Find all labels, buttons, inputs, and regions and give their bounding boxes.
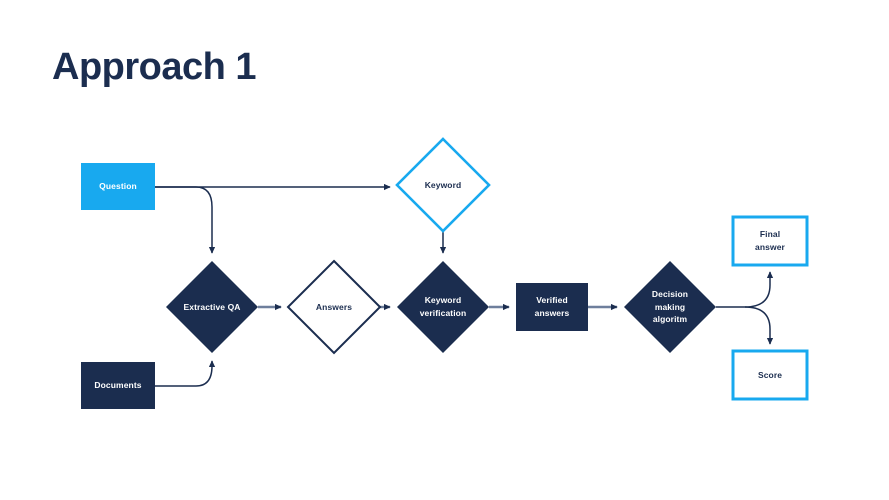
node-shape-verified-answers[interactable] — [516, 283, 588, 331]
page-title: Approach 1 — [52, 46, 257, 88]
edge-decision-to-score — [744, 306, 774, 345]
edge-decision-to-final-answer — [716, 271, 774, 308]
node-shape-question[interactable] — [81, 163, 155, 210]
node-shape-keyword[interactable] — [395, 137, 491, 233]
node-shape-final-answer[interactable] — [731, 215, 809, 267]
node-shape-documents[interactable] — [81, 362, 155, 409]
edge-question-to-extractive-qa — [155, 186, 216, 254]
node-shape-keyword-verification[interactable] — [397, 261, 489, 353]
edge-documents-to-extractive-qa — [155, 360, 216, 387]
node-shape-score[interactable] — [731, 349, 809, 401]
node-shape-decision-making-algoritm[interactable] — [624, 261, 716, 353]
node-shape-answers[interactable] — [286, 259, 382, 355]
node-shape-extractive-qa[interactable] — [166, 261, 258, 353]
